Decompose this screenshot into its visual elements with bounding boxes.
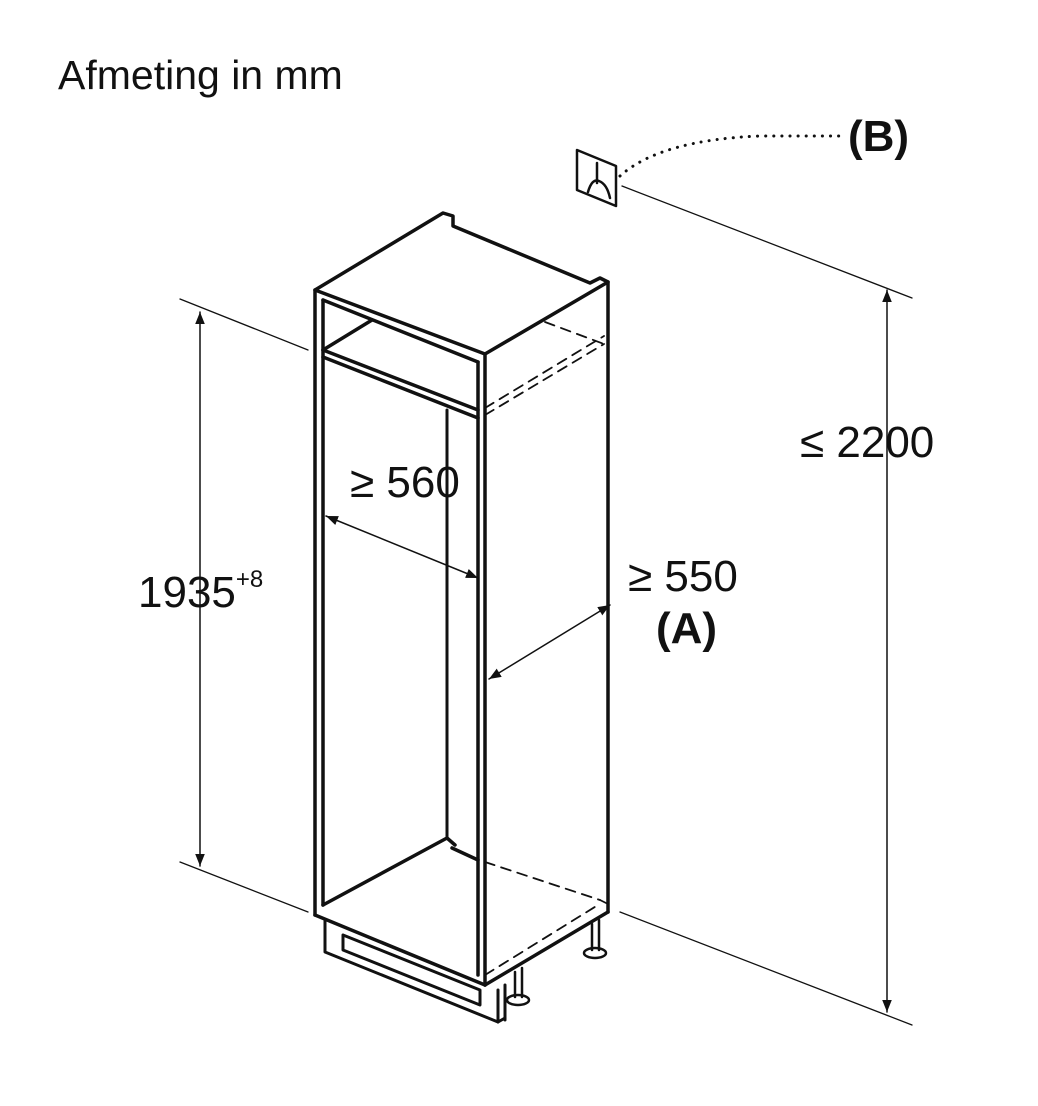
height-tolerance: +8	[235, 566, 264, 593]
socket-icon	[575, 148, 618, 208]
socket-footnote-label: (B)	[848, 112, 910, 161]
depth-arrow	[488, 604, 611, 680]
depth-footnote-label: (A)	[656, 604, 718, 653]
cabinet-top	[313, 211, 610, 356]
total-height-label: ≤ 2200	[800, 418, 935, 467]
page-title: Afmeting in mm	[58, 52, 343, 98]
cabinet-side	[483, 280, 610, 987]
height-value: 1935	[138, 568, 236, 617]
cabinet-front	[313, 288, 487, 987]
hidden-lines	[484, 321, 609, 976]
width-arrow	[325, 515, 479, 579]
height-dimension-label: 1935+8	[138, 566, 263, 618]
feet	[505, 918, 608, 1007]
width-dimension-label: ≥ 560	[350, 458, 460, 507]
dimension-arrows	[195, 289, 892, 1013]
socket-leader	[618, 134, 842, 178]
plinth	[323, 918, 507, 1024]
extension-lines	[179, 185, 913, 1026]
depth-dimension-label: ≥ 550	[628, 552, 738, 601]
